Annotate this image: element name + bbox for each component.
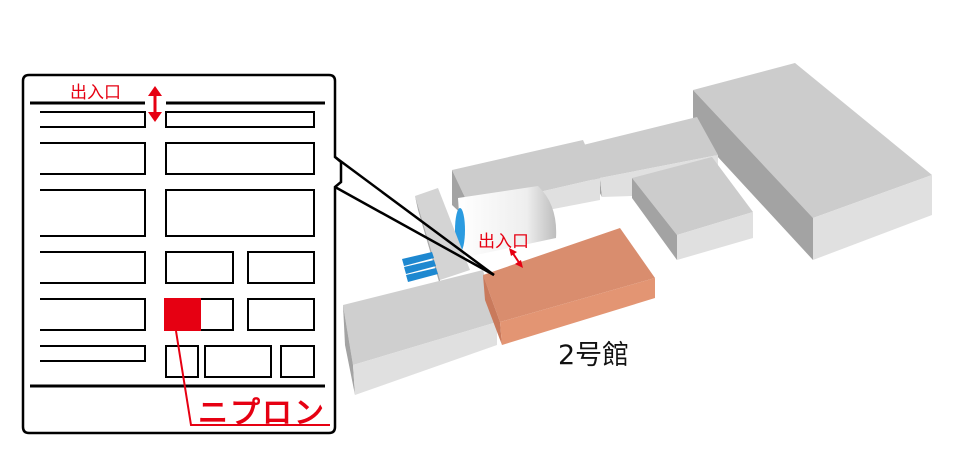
building-2-label: 2号館 bbox=[558, 340, 630, 371]
blue-stairs bbox=[402, 252, 438, 282]
entrance-arrow-map bbox=[509, 248, 523, 268]
map-entrance-label: 出入口 bbox=[478, 232, 529, 252]
building-large-right bbox=[693, 63, 932, 260]
entrance-arrow-plan bbox=[148, 86, 162, 122]
shop-blocks bbox=[40, 111, 315, 378]
floor-plan-entrance-label: 出入口 bbox=[70, 83, 121, 103]
callout-line bbox=[334, 185, 495, 277]
leader-line bbox=[175, 330, 330, 426]
building-bottom-left bbox=[343, 270, 497, 395]
callout-line bbox=[334, 155, 495, 277]
nipron-shop-highlight[interactable] bbox=[164, 298, 201, 331]
building-2 bbox=[483, 228, 655, 345]
floor-plan-panel bbox=[21, 73, 343, 435]
building-middle-small bbox=[632, 157, 753, 260]
nipron-label: ニプロン bbox=[198, 396, 326, 431]
